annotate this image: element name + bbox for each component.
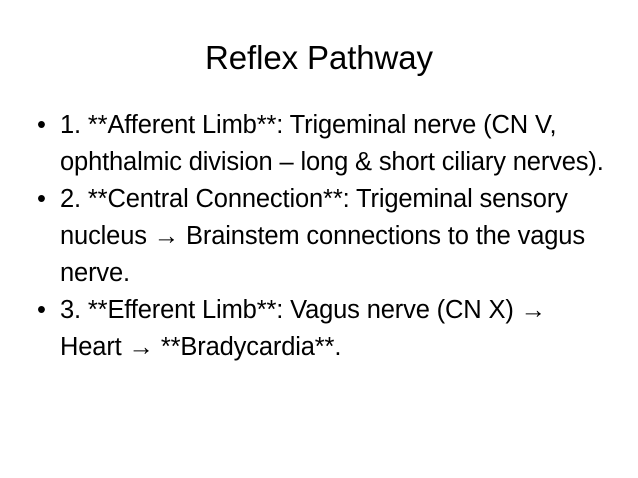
- list-item-text: 2. **Central Connection**: Trigeminal se…: [60, 185, 585, 287]
- list-item: • 3. **Efferent Limb**: Vagus nerve (CN …: [27, 292, 611, 366]
- list-item: • 1. **Afferent Limb**: Trigeminal nerve…: [27, 107, 611, 181]
- page-title: Reflex Pathway: [205, 39, 433, 76]
- list-item-text: 3. **Efferent Limb**: Vagus nerve (CN X)…: [60, 296, 546, 361]
- list-item: • 2. **Central Connection**: Trigeminal …: [27, 181, 611, 292]
- bullet-point-icon: •: [37, 296, 46, 324]
- bullet-list: • 1. **Afferent Limb**: Trigeminal nerve…: [27, 107, 611, 366]
- bullet-point-icon: •: [37, 185, 46, 213]
- list-item-text: 1. **Afferent Limb**: Trigeminal nerve (…: [60, 111, 604, 176]
- bullet-point-icon: •: [37, 111, 46, 139]
